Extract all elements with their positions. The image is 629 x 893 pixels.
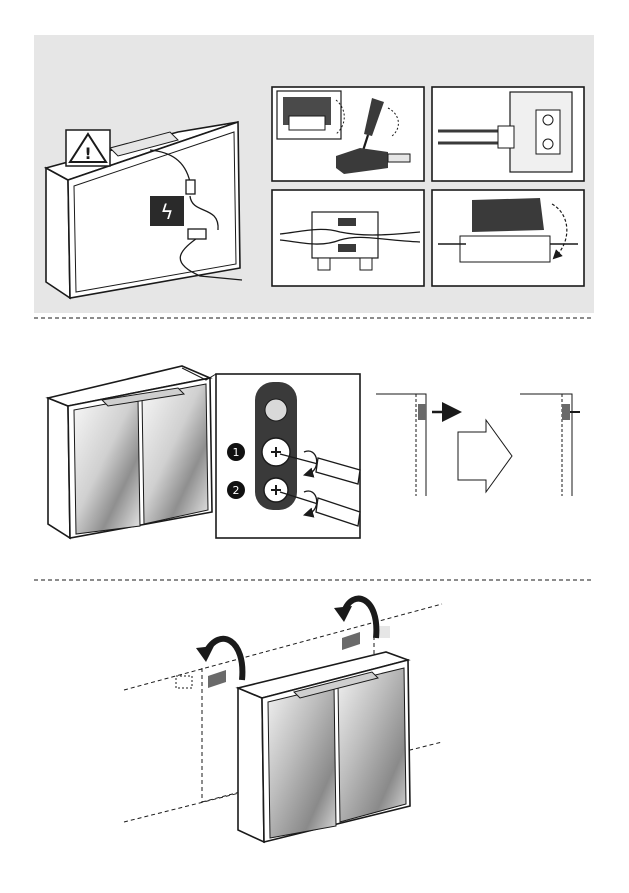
callout-1-label: 1: [233, 446, 240, 459]
height-adjustment-panel: 1 2: [48, 366, 580, 538]
detail-close-terminal-box: [432, 190, 584, 286]
outline-arrow-right: [458, 420, 512, 492]
cable-connector-top: [186, 180, 195, 194]
detail-open-terminal-box: [272, 87, 424, 181]
callout-2-label: 2: [233, 484, 240, 497]
cabinet-mounted-view: [238, 652, 410, 842]
bracket-left: [418, 404, 426, 420]
hang-arrow-right-head: [334, 606, 352, 622]
wall-shift-diagram: [376, 394, 580, 496]
power-symbol: ϟ: [160, 200, 173, 224]
hang-arrow-right-icon: [344, 599, 376, 638]
warning-icon: !: [66, 130, 110, 166]
electric-hazard-icon: ϟ: [150, 196, 184, 226]
cable-connector-bottom: [188, 229, 206, 239]
cabinet-front-view: [48, 366, 212, 538]
hinge-adjustment-detail: 1 2: [216, 374, 360, 538]
detail-terminal-block: [272, 190, 424, 286]
wiring-panel: ! ϟ: [34, 35, 594, 313]
detail-insert-wires: [432, 87, 584, 181]
warning-symbol: !: [84, 144, 91, 163]
bracket-right: [562, 404, 570, 420]
hang-arrow-left-head: [196, 646, 214, 662]
wall-bracket-left: [176, 670, 226, 688]
wall-mounting-panel: [124, 599, 442, 842]
